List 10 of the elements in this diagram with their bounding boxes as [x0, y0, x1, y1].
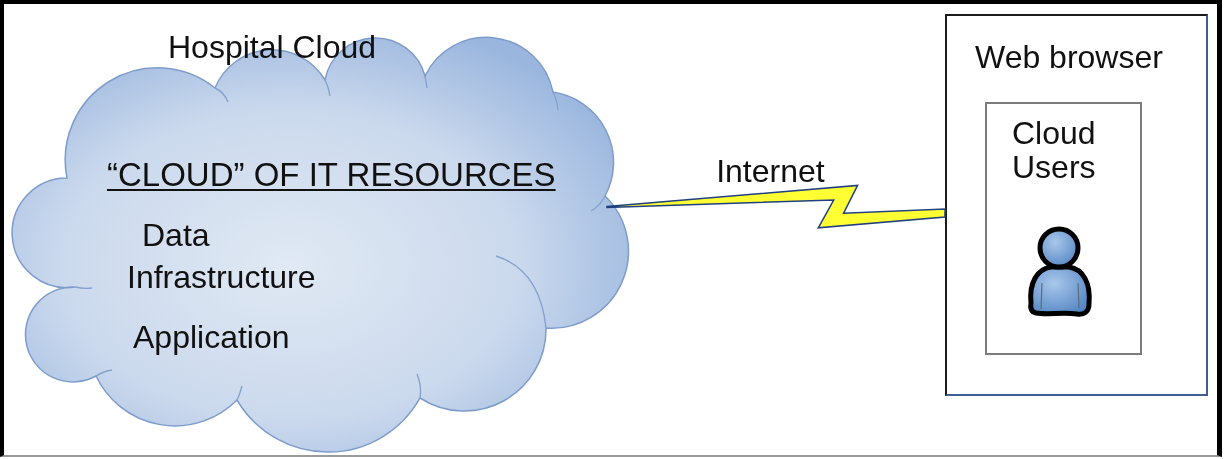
panel-title: Cloud Users [1012, 116, 1097, 184]
browser-panel [945, 14, 1208, 396]
list-item: Application [133, 318, 290, 357]
lightning-connector [606, 184, 946, 229]
list-item: Infrastructure [127, 258, 316, 297]
panel-title: Web browser [975, 38, 1163, 77]
list-item: Data [142, 216, 210, 255]
section-heading: “CLOUD” OF IT RESOURCES [107, 155, 556, 195]
cloud-title: Hospital Cloud [168, 28, 377, 67]
users-panel [985, 102, 1142, 355]
